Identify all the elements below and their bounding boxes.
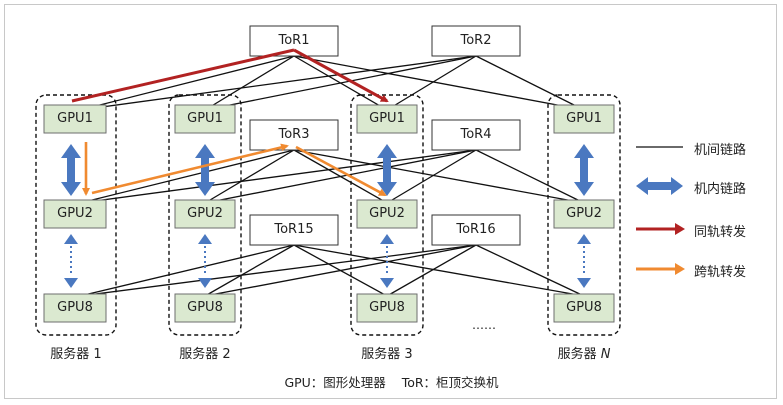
inter-links	[79, 55, 585, 297]
inter-link	[204, 149, 295, 204]
serverN-gpu1-box	[553, 104, 615, 134]
inter-link	[293, 244, 585, 297]
legend-cross-rail-label: 跨轨转发	[694, 265, 747, 280]
gpu-boxes	[43, 104, 615, 323]
server2-gpu8-label: GPU8	[187, 300, 223, 315]
diagram-frame	[4, 4, 777, 399]
legend-cross-rail-symbol	[636, 263, 685, 275]
tor16-box	[431, 214, 521, 246]
server1-gpu8-label: GPU8	[57, 300, 93, 315]
serverN-label-suffix: N	[600, 347, 611, 362]
intra-arrow	[61, 144, 81, 196]
serverN-gpu8-label: GPU8	[566, 300, 602, 315]
inter-link	[204, 149, 477, 204]
legend-same-rail-label: 同轨转发	[694, 225, 747, 240]
inter-link	[79, 149, 295, 204]
intra-arrow	[377, 144, 397, 196]
tor4-label: ToR4	[460, 127, 492, 142]
intra-arrow	[195, 144, 215, 196]
legend-intra-link-symbol	[636, 177, 683, 195]
intra-links-dotted	[64, 234, 591, 288]
intra-dotted-arrow	[198, 234, 212, 288]
serverN-label-prefix: 服务器	[557, 347, 601, 362]
server-box	[547, 94, 621, 336]
inter-link	[475, 55, 585, 111]
server1-gpu8-box	[43, 293, 107, 323]
tor4-box	[431, 119, 521, 151]
server1-gpu2-box	[43, 199, 107, 229]
more-servers-ellipsis: ……	[472, 318, 496, 332]
server2-gpu2-label: GPU2	[187, 206, 223, 221]
server2-gpu2-box	[174, 199, 236, 229]
tor16-label: ToR16	[456, 222, 496, 237]
intra-dotted-arrow	[577, 234, 591, 288]
intra-dotted-arrow	[380, 234, 394, 288]
inter-link	[204, 55, 477, 111]
server1-gpu2-label: GPU2	[57, 206, 93, 221]
server1-gpu1-box	[43, 104, 107, 134]
legend-same-rail-symbol	[636, 223, 685, 235]
diagram-caption: GPU：图形处理器 ToR：柜顶交换机	[284, 375, 499, 390]
server3-gpu2-box	[356, 199, 418, 229]
inter-link	[386, 55, 477, 111]
server1-gpu1-label: GPU1	[57, 111, 93, 126]
serverN-gpu2-box	[553, 199, 615, 229]
inter-link	[79, 149, 477, 204]
tor15-label: ToR15	[274, 222, 314, 237]
server3-gpu1-box	[356, 104, 418, 134]
legend-intra-link-label: 机内链路	[694, 182, 747, 197]
intra-arrow	[574, 144, 594, 196]
serverN-gpu2-label: GPU2	[566, 206, 602, 221]
tor2-box	[431, 25, 521, 57]
intra-dotted-arrow	[64, 234, 78, 288]
inter-link	[293, 149, 585, 204]
inter-link	[475, 149, 585, 204]
server2-gpu1-label: GPU1	[187, 111, 223, 126]
server-box	[35, 94, 117, 336]
server3-gpu2-label: GPU2	[369, 206, 405, 221]
intra-links-solid	[61, 144, 594, 196]
tor3-box	[249, 119, 339, 151]
inter-link	[79, 55, 295, 111]
legend-symbols	[636, 146, 685, 275]
serverN-label: 服务器 N	[524, 343, 644, 362]
inter-link	[204, 55, 295, 111]
inter-link	[204, 244, 295, 297]
tor3-label: ToR3	[278, 127, 310, 142]
inter-link	[475, 244, 585, 297]
tor-boxes	[249, 25, 521, 246]
inter-link	[386, 244, 477, 297]
serverN-gpu8-box	[553, 293, 615, 323]
server2-label: 服务器 2	[179, 347, 231, 362]
server2-gpu8-box	[174, 293, 236, 323]
server-box	[168, 94, 242, 336]
legend-inter-link-label: 机间链路	[694, 143, 747, 158]
inter-link	[79, 55, 477, 111]
inter-link	[79, 244, 477, 297]
serverN-gpu1-label: GPU1	[566, 111, 602, 126]
cross-rail-path	[82, 142, 387, 197]
tor1-label: ToR1	[278, 33, 310, 48]
tor15-box	[249, 214, 339, 246]
inter-link	[293, 55, 585, 111]
same-rail-path	[71, 48, 389, 103]
inter-link	[386, 149, 477, 204]
inter-link	[79, 244, 295, 297]
server3-gpu8-label: GPU8	[369, 300, 405, 315]
server1-label: 服务器 1	[50, 347, 102, 362]
server-boxes	[35, 94, 621, 336]
server3-label: 服务器 3	[361, 347, 413, 362]
server2-gpu1-box	[174, 104, 236, 134]
inter-link	[204, 244, 477, 297]
server-box	[350, 94, 424, 336]
tor2-label: ToR2	[460, 33, 492, 48]
server3-gpu1-label: GPU1	[369, 111, 405, 126]
server3-gpu8-box	[356, 293, 418, 323]
